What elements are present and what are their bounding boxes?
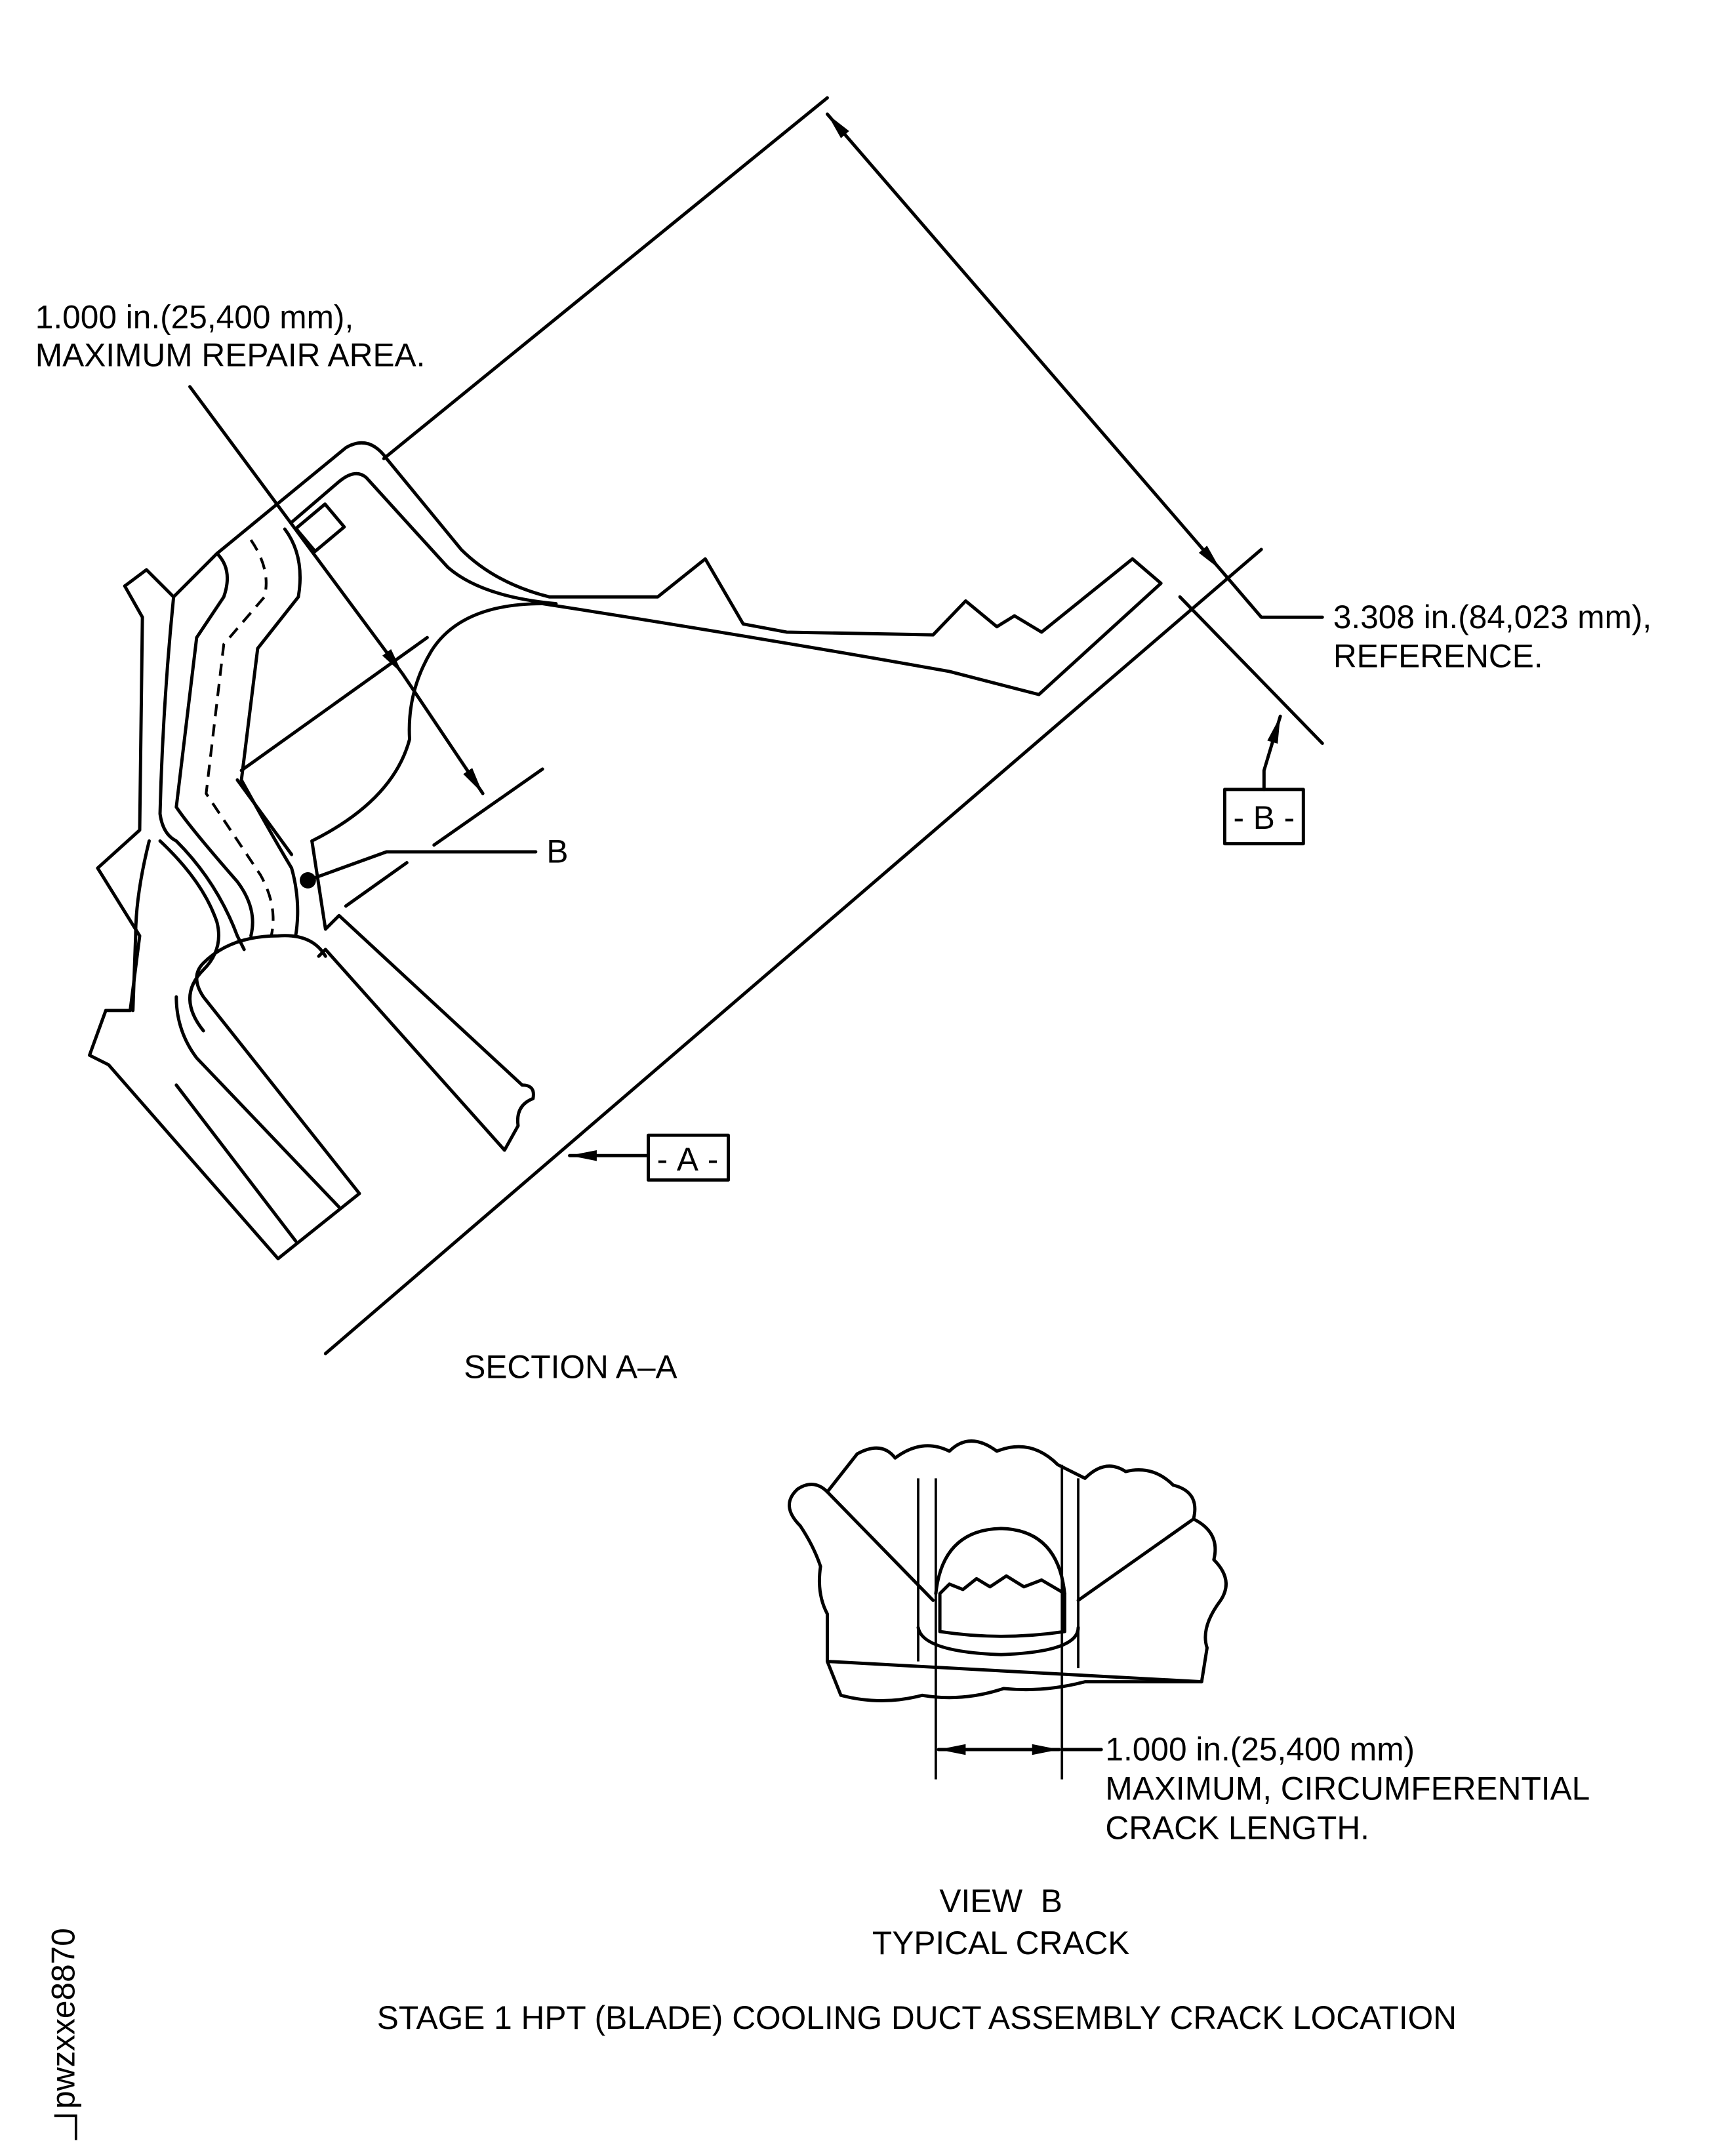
view-b-callout-label: B	[546, 833, 568, 870]
right-leg	[310, 839, 535, 1152]
datum-b-box	[1222, 788, 1305, 846]
datum-a-line	[323, 548, 1263, 1355]
figure-id-label: pwzxxe8870	[45, 1928, 82, 2109]
hole-lower-edge	[916, 1626, 1080, 1656]
repair-extension-line	[239, 635, 429, 772]
fracture-diagonal	[825, 1490, 935, 1602]
duct-flange-outline	[123, 441, 1163, 696]
datum-a-box	[647, 1133, 730, 1182]
figure-title: STAGE 1 HPT (BLADE) COOLING DUCT ASSEMBL…	[377, 1999, 1457, 2036]
cooling-tube-wall-outer	[174, 551, 254, 938]
datum-b-leader	[1262, 714, 1282, 791]
view-b-leader	[306, 850, 538, 882]
extension-line	[382, 96, 829, 460]
view-caption: VIEW B	[939, 1883, 1062, 1919]
crack-region	[938, 1574, 1066, 1638]
section-caption: SECTION A–A	[464, 1348, 677, 1385]
figure-id: pwzxxe8870	[45, 1928, 82, 2140]
body-outer-left	[88, 584, 361, 1260]
reference-dimension-label: REFERENCE.	[1333, 638, 1543, 675]
repair-area-label: MAXIMUM REPAIR AREA.	[35, 337, 426, 374]
duct-flange-inner	[290, 471, 558, 606]
cooling-tube-wall-inner	[239, 527, 302, 938]
flange-notch	[294, 502, 346, 553]
view-b: 1.000 in.(25,400 mm) MAXIMUM, CIRCUMFERE…	[788, 1439, 1590, 1961]
view-caption: TYPICAL CRACK	[872, 1925, 1130, 1961]
fracture-diagonal	[1076, 1517, 1196, 1602]
repair-area-label: 1.000 in.(25,400 mm),	[35, 299, 353, 336]
repair-dimension-line	[401, 672, 485, 795]
body-inner-leg	[131, 839, 341, 1243]
crack-length-label: CRACK LENGTH.	[1105, 1809, 1369, 1846]
fracture-outline	[788, 1439, 1228, 1703]
repair-dimension-leader	[188, 385, 405, 676]
crack-length-label: MAXIMUM, CIRCUMFERENTIAL	[1105, 1770, 1590, 1807]
repair-extension-line	[344, 861, 409, 908]
hole-dome	[934, 1527, 1066, 1595]
section-a-a: B - A - - B - 1.000 in.(25,400 mm), MAXI…	[35, 96, 1651, 1385]
crack-length-label: 1.000 in.(25,400 mm)	[1105, 1731, 1415, 1768]
duct-bore-arc	[310, 602, 544, 843]
leg-inner-line	[235, 778, 294, 856]
cooling-tube-centerline	[205, 539, 275, 936]
body-inner-left	[158, 595, 246, 951]
datum-b-line	[1178, 595, 1324, 746]
reference-leader	[1219, 568, 1324, 619]
datum-b-label: - B -	[1233, 799, 1295, 836]
repair-extension-line	[432, 767, 544, 847]
datum-a-label: - A -	[657, 1141, 719, 1178]
fracture-base-line	[825, 1660, 1203, 1684]
reference-dimension-label: 3.308 in.(84,023 mm),	[1333, 599, 1651, 635]
figure-id-bracket	[54, 2114, 77, 2140]
reference-dimension-line	[825, 112, 1222, 572]
